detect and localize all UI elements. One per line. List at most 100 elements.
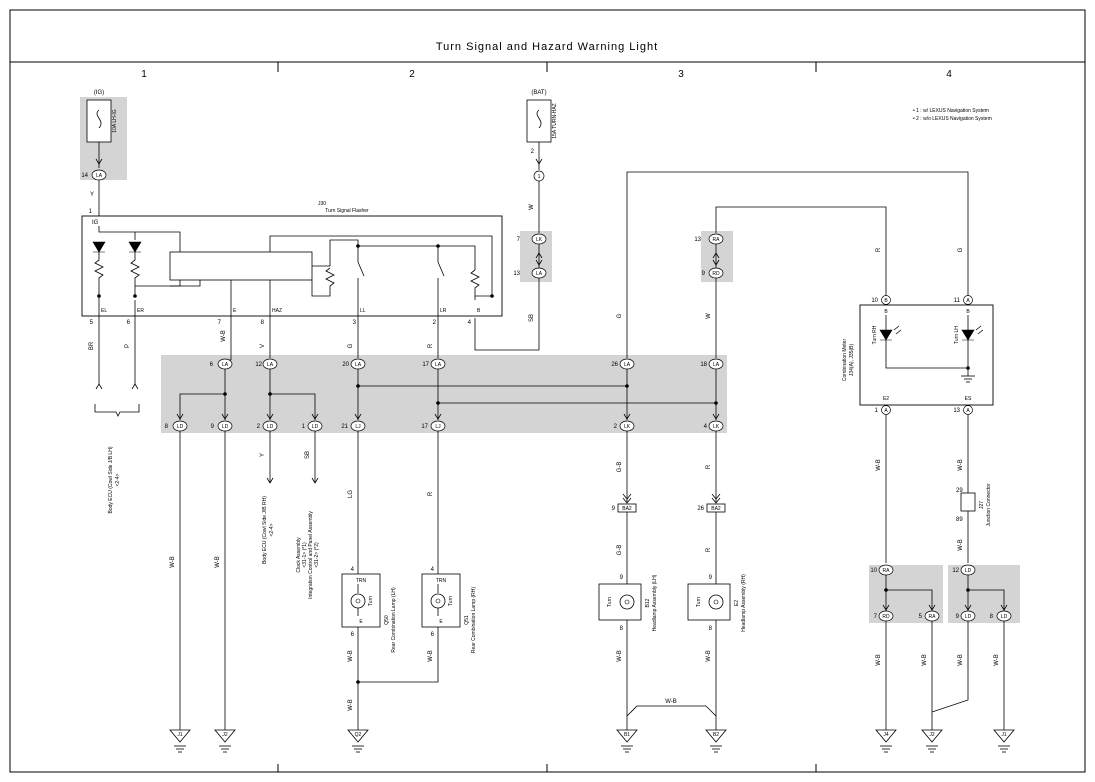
body-ecu-rh-label: Body ECU (Cowl Side J/B RH) xyxy=(262,496,268,564)
svg-text:Headlamp Assembly (LH): Headlamp Assembly (LH) xyxy=(652,574,658,631)
svg-text:P: P xyxy=(125,344,131,348)
svg-text:E2: E2 xyxy=(734,600,740,606)
svg-text:R: R xyxy=(706,464,712,469)
turn-signal-flasher xyxy=(81,215,503,317)
svg-text:Q51: Q51 xyxy=(464,615,470,625)
svg-text:2: 2 xyxy=(531,149,535,155)
meter-id: J34(A), J35(B) xyxy=(849,344,855,377)
svg-text:Y: Y xyxy=(260,453,266,457)
junction-block-shade xyxy=(161,355,727,433)
svg-text:8: 8 xyxy=(261,320,265,326)
svg-text:ER: ER xyxy=(137,308,144,314)
svg-text:W-B: W-B xyxy=(958,654,964,666)
column-label-4: 4 xyxy=(946,69,952,80)
svg-text:9: 9 xyxy=(709,575,713,581)
meter-name: Combination Meter xyxy=(842,339,848,382)
svg-text:G: G xyxy=(348,343,354,348)
svg-text:W-B: W-B xyxy=(348,699,354,711)
flasher-name: Turn Signal Flasher xyxy=(325,208,369,214)
svg-text:Rear Combination Lamp (LH): Rear Combination Lamp (LH) xyxy=(391,587,397,653)
svg-text:13: 13 xyxy=(513,271,520,277)
svg-text:LD: LD xyxy=(267,424,274,430)
svg-text:9: 9 xyxy=(620,575,624,581)
svg-text:7: 7 xyxy=(218,320,222,326)
svg-text:E: E xyxy=(233,308,237,314)
svg-text:LD: LD xyxy=(312,424,319,430)
svg-text:LK: LK xyxy=(624,424,631,430)
body-ecu-lh-label: Body ECU (Cowl Side J/B LH) xyxy=(108,446,114,513)
svg-text:HAZ: HAZ xyxy=(272,308,282,314)
svg-text:LJ: LJ xyxy=(435,424,441,430)
svg-text:LD: LD xyxy=(222,424,229,430)
svg-text:J2: J2 xyxy=(929,732,935,738)
svg-text:12: 12 xyxy=(255,362,262,368)
svg-text:B: B xyxy=(966,309,970,315)
clock-assembly-label: Clock Assembly <31-1> (*1) Integration C… xyxy=(296,511,320,599)
svg-text:E: E xyxy=(439,619,443,625)
svg-text:E: E xyxy=(359,619,363,625)
svg-text:Turn RH: Turn RH xyxy=(872,325,878,344)
svg-text:B: B xyxy=(477,308,481,314)
fuse-bat-box xyxy=(526,99,552,143)
svg-text:LA: LA xyxy=(536,271,543,277)
svg-text:E2: E2 xyxy=(883,396,889,402)
svg-text:6: 6 xyxy=(351,632,355,638)
svg-text:SB: SB xyxy=(305,451,311,459)
svg-text:W-B: W-B xyxy=(348,650,354,662)
svg-text:J27: J27 xyxy=(979,501,985,509)
note-2: • 2 : w/o LEXUS Navigation System xyxy=(913,116,992,122)
svg-text:Turn: Turn xyxy=(607,597,613,607)
svg-text:W-B: W-B xyxy=(958,539,964,551)
svg-text:17: 17 xyxy=(422,362,429,368)
svg-text:W: W xyxy=(706,313,712,319)
svg-text:4: 4 xyxy=(704,424,708,430)
svg-text:R: R xyxy=(876,247,882,252)
svg-text:LA: LA xyxy=(435,362,442,368)
svg-text:LA: LA xyxy=(355,362,362,368)
svg-text:20: 20 xyxy=(342,362,349,368)
svg-text:4: 4 xyxy=(431,567,435,573)
svg-text:RD: RD xyxy=(882,614,890,620)
svg-text:LK: LK xyxy=(713,424,720,430)
svg-text:TRN: TRN xyxy=(436,578,447,584)
svg-text:LA: LA xyxy=(267,362,274,368)
svg-text:8: 8 xyxy=(990,614,994,620)
svg-text:Headlamp Assembly (RH): Headlamp Assembly (RH) xyxy=(741,574,747,632)
svg-text:13: 13 xyxy=(694,237,701,243)
svg-text:17: 17 xyxy=(421,424,428,430)
svg-text:LD: LD xyxy=(965,614,972,620)
svg-text:1: 1 xyxy=(538,174,541,180)
svg-text:RD: RD xyxy=(712,271,720,277)
ground-symbols: J1 J2 Q2 B1 B2 J4 J2 J1 xyxy=(169,721,1015,753)
column-label-3: 3 xyxy=(678,69,684,80)
svg-text:LR: LR xyxy=(440,308,447,314)
svg-text:1: 1 xyxy=(875,408,879,414)
svg-text:29: 29 xyxy=(956,488,963,494)
svg-text:Turn: Turn xyxy=(696,597,702,607)
svg-text:B: B xyxy=(884,298,888,304)
svg-text:Y: Y xyxy=(90,192,94,198)
rear-lamp-rh xyxy=(421,573,461,628)
svg-text:J4: J4 xyxy=(883,732,889,738)
svg-text:V: V xyxy=(260,344,266,348)
svg-text:<31-2> (*2): <31-2> (*2) xyxy=(314,542,320,568)
junction-connector xyxy=(960,492,976,512)
svg-text:7: 7 xyxy=(874,614,878,620)
svg-text:LA: LA xyxy=(713,362,720,368)
diagram-title: Turn Signal and Hazard Warning Light xyxy=(436,41,658,53)
svg-text:Q2: Q2 xyxy=(355,732,362,738)
meter-ground-connectors: 10 RA 7 RD 5 RA 12 LD 9 LD 8 LD xyxy=(870,564,1012,622)
svg-text:A: A xyxy=(884,408,888,414)
svg-text:RA: RA xyxy=(883,568,891,574)
svg-text:5: 5 xyxy=(919,614,923,620)
svg-text:B12: B12 xyxy=(645,598,651,607)
svg-text:A: A xyxy=(966,408,970,414)
flasher-id: J30 xyxy=(318,201,326,207)
svg-text:Clock Assembly: Clock Assembly xyxy=(296,537,302,573)
svg-text:ES: ES xyxy=(965,396,972,402)
svg-text:IG: IG xyxy=(92,220,99,226)
svg-text:LA: LA xyxy=(222,362,229,368)
svg-text:Junction Connector: Junction Connector xyxy=(986,483,992,526)
fuse-bat-icon xyxy=(536,109,542,129)
